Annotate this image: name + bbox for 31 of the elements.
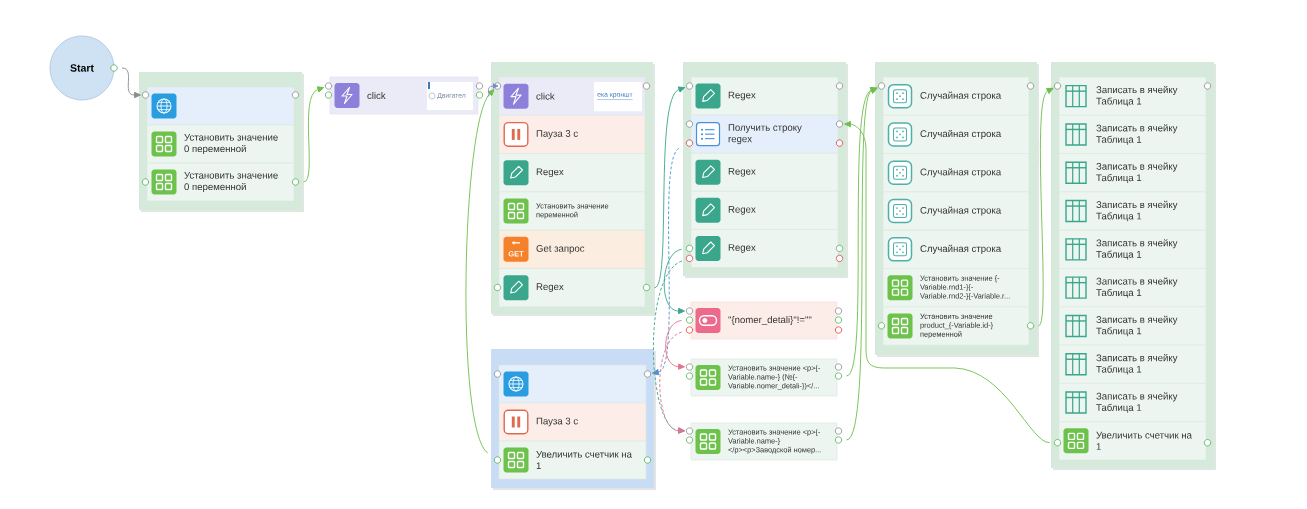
arrow (665, 320, 685, 370)
arrow (654, 86, 686, 289)
arrow (465, 89, 495, 454)
arrow (652, 148, 680, 376)
action-block: Случайная строка (882, 191, 1030, 231)
arrow (844, 120, 1050, 444)
arrow (1038, 87, 1054, 327)
action-block: Записать в ячейку Таблица 1 (1058, 268, 1207, 308)
action-block: Regex (498, 153, 646, 193)
action-block: Пауза 3 с (498, 115, 646, 154)
arrow (846, 87, 878, 377)
action-block: Записать в ячейку Таблица 1 (1058, 344, 1207, 384)
arrow (846, 87, 878, 441)
action-block: Записать в ячейку Таблица 1 (1058, 153, 1207, 193)
action-block: Записать в ячейку Таблица 1 (1058, 191, 1207, 231)
action-block: Случайная строка (882, 115, 1030, 154)
action-block: Записать в ячейку Таблица 1 (1058, 76, 1207, 116)
action-block: Случайная строка (882, 76, 1030, 116)
action-block: Записать в ячейку Таблица 1 (1058, 383, 1207, 422)
arrow (663, 248, 685, 315)
arrow (121, 67, 141, 99)
action-block: Случайная строка (882, 229, 1030, 269)
action-block: Записать в ячейку Таблица 1 (1058, 229, 1207, 269)
arrow (659, 331, 685, 434)
action-block: Regex (690, 152, 839, 192)
action-block: Случайная строка (882, 153, 1030, 193)
action-block: Regex (690, 191, 839, 230)
action-block: Записать в ячейку Таблица 1 (1058, 306, 1207, 346)
action-block: Записать в ячейку Таблица 1 (1058, 115, 1207, 154)
arrow (486, 83, 499, 97)
arrow (303, 86, 325, 183)
